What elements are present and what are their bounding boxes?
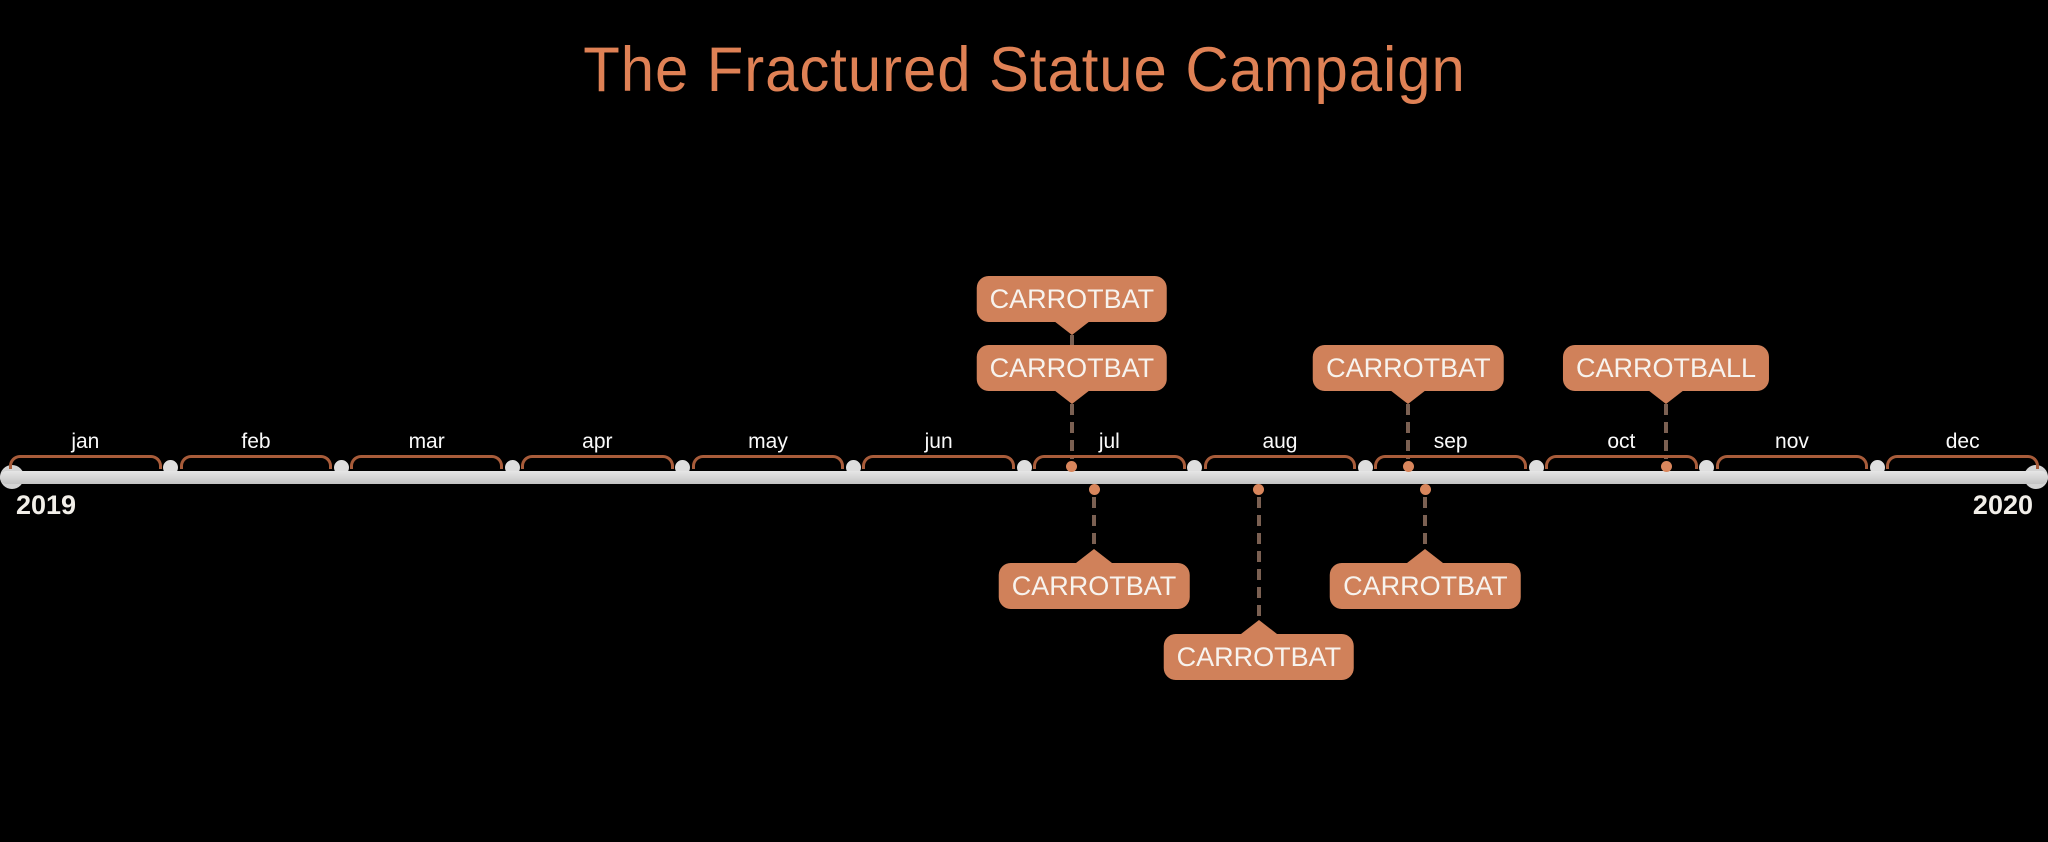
month-bracket: [1033, 455, 1186, 469]
event-bubble-pointer: [1240, 620, 1277, 634]
event-bubble[interactable]: CARROTBAT: [976, 345, 1168, 391]
month-label: apr: [582, 430, 613, 453]
month-label: may: [748, 430, 788, 453]
event-bubble-pointer: [1407, 549, 1444, 563]
month-bracket: [9, 455, 162, 469]
event-bubble[interactable]: CARROTBAT: [1163, 634, 1355, 680]
event-bubble[interactable]: CARROTBAT: [998, 563, 1190, 609]
month-bracket: [1203, 455, 1357, 469]
start-year-label: 2019: [16, 490, 77, 520]
event-connector-dash: [1069, 335, 1074, 345]
month-bracket: [1715, 455, 1869, 469]
event-dot[interactable]: [1419, 483, 1431, 495]
event-connector-dash: [1092, 497, 1097, 549]
end-year-label: 2020: [1972, 490, 2033, 520]
month-label: feb: [241, 430, 271, 453]
month-bracket: [350, 455, 503, 469]
month-jun: jun: [862, 429, 1015, 469]
event-bubble[interactable]: CARROTBALL: [1563, 345, 1770, 391]
month-label: nov: [1775, 430, 1809, 453]
month-nov: nov: [1715, 429, 1869, 469]
month-label: oct: [1607, 430, 1636, 453]
month-jan: jan: [9, 429, 162, 469]
month-aug: aug: [1203, 429, 1357, 469]
month-dec: dec: [1886, 429, 2039, 469]
event-bubble-pointer: [1390, 390, 1427, 404]
timeline-bar: [0, 471, 2048, 484]
month-bracket: [1374, 455, 1527, 469]
month-jul: jul: [1033, 429, 1186, 469]
month-apr: apr: [521, 429, 674, 469]
event-connector-dash: [1406, 404, 1411, 459]
month-bracket: [1886, 455, 2039, 469]
event-bubble-pointer: [1053, 321, 1090, 335]
month-label: jun: [924, 430, 953, 453]
event-bubble[interactable]: CARROTBAT: [1330, 563, 1521, 609]
month-label: jan: [71, 430, 100, 453]
event-dot[interactable]: [1660, 460, 1672, 472]
month-sep: sep: [1374, 429, 1527, 469]
month-bracket: [691, 455, 845, 469]
event-bubble[interactable]: CARROTBAT: [1313, 345, 1504, 391]
event-bubble[interactable]: CARROTBAT: [976, 276, 1168, 322]
event-connector-dash: [1664, 404, 1669, 459]
event-bubble-pointer: [1053, 390, 1090, 404]
month-oct: oct: [1545, 429, 1698, 469]
month-bracket: [521, 455, 674, 469]
month-label: dec: [1945, 430, 1980, 453]
title-area: The Fractured Statue Campaign: [0, 34, 2048, 106]
event-connector-dash: [1069, 404, 1074, 459]
month-may: may: [691, 429, 845, 469]
event-connector-dash: [1256, 497, 1261, 620]
page-title: The Fractured Statue Campaign: [582, 35, 1466, 105]
month-bracket: [862, 455, 1015, 469]
month-mar: mar: [350, 429, 503, 469]
event-dot[interactable]: [1066, 460, 1078, 472]
month-label: jul: [1098, 430, 1120, 453]
month-feb: feb: [179, 429, 333, 469]
event-dot[interactable]: [1253, 483, 1265, 495]
month-bracket: [179, 455, 333, 469]
event-dot[interactable]: [1088, 483, 1100, 495]
event-bubble-pointer: [1076, 549, 1113, 563]
event-dot[interactable]: [1402, 460, 1414, 472]
month-label: mar: [408, 430, 445, 453]
event-connector-dash: [1423, 497, 1428, 549]
month-bracket: [1545, 455, 1698, 469]
month-label: aug: [1262, 430, 1298, 453]
event-bubble-pointer: [1648, 390, 1685, 404]
month-label: sep: [1433, 430, 1468, 453]
